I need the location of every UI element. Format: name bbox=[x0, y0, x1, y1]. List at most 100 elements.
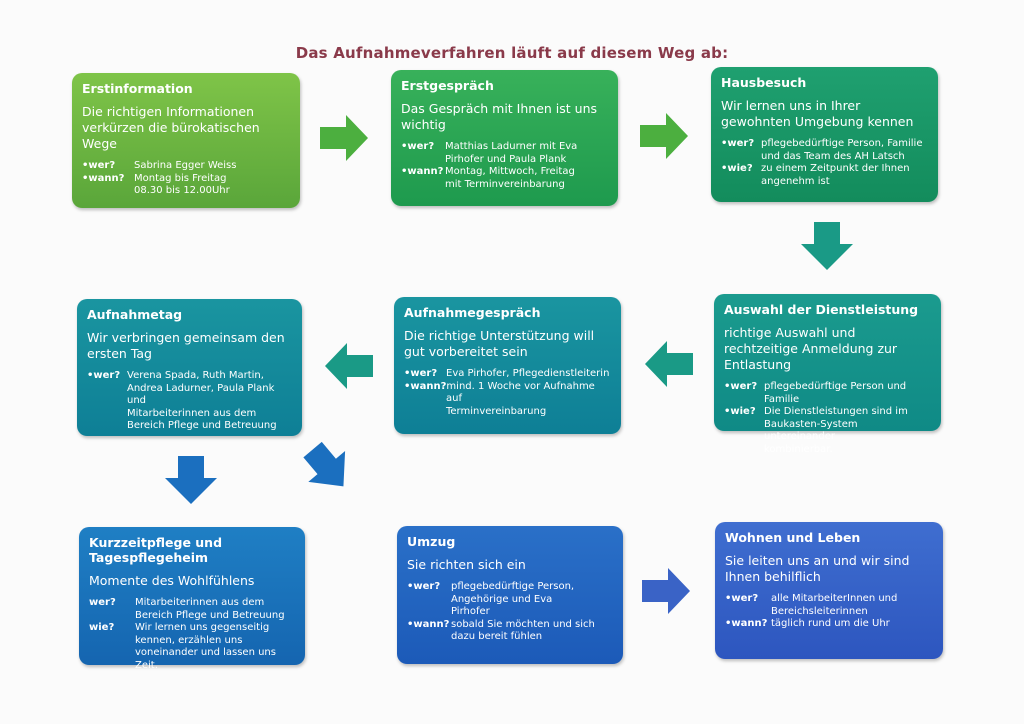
detail-key: •wer? bbox=[721, 138, 755, 149]
detail-row: •wann?Montag, Mittwoch, Freitag bbox=[401, 166, 608, 179]
detail-row: 08.30 bis 12.00Uhr bbox=[82, 185, 290, 198]
step-details: •wer?pflegebedürftige Person,Angehörige … bbox=[407, 581, 613, 644]
step-heading: Kurzzeitpflege und Tagespflegeheim bbox=[89, 535, 223, 565]
detail-key: •wer? bbox=[725, 593, 759, 604]
detail-row: •wer? pflegebedürftige Person und bbox=[724, 381, 931, 394]
detail-key bbox=[401, 179, 445, 192]
detail-row: Angehörige und Eva bbox=[407, 594, 613, 607]
step-umzug: Umzug Sie richten sich ein •wer?pflegebe… bbox=[397, 526, 623, 664]
detail-row: angenehm ist bbox=[721, 176, 928, 189]
arrow-left-icon bbox=[645, 341, 693, 387]
detail-value: kombinierbar. bbox=[764, 443, 833, 455]
arrow-right-3 bbox=[642, 568, 690, 614]
detail-key bbox=[82, 185, 134, 198]
detail-row: dazu bereit fühlen bbox=[407, 631, 613, 644]
arrow-right-icon bbox=[640, 113, 688, 159]
step-aufnahmegespraech: Aufnahmegespräch Die richtige Unterstütz… bbox=[394, 297, 621, 434]
detail-row: kombinierbar. bbox=[724, 444, 931, 457]
detail-key: •wer? bbox=[401, 141, 435, 152]
detail-key bbox=[724, 394, 764, 407]
detail-row: •wer?Verena Spada, Ruth Martin, bbox=[87, 370, 292, 383]
arrow-left-1 bbox=[645, 341, 693, 387]
step-lead: Sie richten sich ein bbox=[407, 557, 526, 572]
detail-row: voneinander und lassen uns Zeit. bbox=[89, 647, 295, 672]
detail-key: •wann? bbox=[82, 172, 125, 184]
step-hausbesuch: Hausbesuch Wir lernen uns in Ihrer gewoh… bbox=[711, 67, 938, 202]
detail-row: Mitarbeiterinnen aus dem bbox=[87, 408, 292, 421]
arrow-down-1 bbox=[801, 222, 853, 270]
detail-row: •wer?pflegebedürftige Person, bbox=[407, 581, 613, 594]
detail-key: •wann? bbox=[404, 380, 447, 392]
detail-value: Familie bbox=[764, 393, 800, 405]
step-lead: Wir verbringen gemeinsam den ersten Tag bbox=[87, 330, 285, 361]
detail-value: pflegebedürftige Person und bbox=[764, 381, 907, 392]
arrow-left-icon bbox=[325, 343, 373, 389]
detail-value: dazu bereit fühlen bbox=[451, 631, 543, 642]
detail-value: kennen, erzählen uns bbox=[135, 634, 243, 646]
detail-value: sobald Sie möchten und sich bbox=[451, 618, 595, 630]
detail-key bbox=[87, 408, 127, 421]
detail-row: wie?Wir lernen uns gegenseitig bbox=[89, 622, 295, 635]
detail-value: Bereichsleiterinnen bbox=[771, 605, 868, 617]
detail-row: und das Team des AH Latsch bbox=[721, 151, 928, 164]
detail-key bbox=[404, 406, 446, 419]
detail-row: •wer? Matthias Ladurner mit Eva bbox=[401, 141, 608, 154]
detail-key bbox=[725, 606, 771, 619]
detail-value: Matthias Ladurner mit Eva bbox=[445, 141, 578, 152]
detail-value: auf bbox=[446, 393, 462, 404]
step-lead: Die richtigen Informationen verkürzen di… bbox=[82, 104, 260, 151]
step-heading: Aufnahmetag bbox=[87, 307, 183, 322]
detail-row: wer?Mitarbeiterinnen aus dem bbox=[89, 597, 295, 610]
detail-key: •wer? bbox=[82, 160, 116, 171]
detail-key: •wann? bbox=[725, 618, 768, 629]
arrow-diagonal bbox=[303, 441, 346, 487]
detail-row: Terminvereinbarung bbox=[404, 406, 611, 419]
detail-value: Andrea Ladurner, Paula Plank und bbox=[127, 382, 275, 407]
detail-value: Montag, Mittwoch, Freitag bbox=[445, 166, 575, 177]
step-lead: Sie leiten uns an und wir sind Ihnen beh… bbox=[725, 553, 910, 584]
step-heading: Hausbesuch bbox=[721, 75, 807, 90]
step-details: •wer?Sabrina Egger Weiss•wann?Montag bis… bbox=[82, 160, 290, 198]
detail-row: Andrea Ladurner, Paula Plank und bbox=[87, 383, 292, 408]
detail-value: voneinander und lassen uns Zeit. bbox=[135, 647, 276, 671]
detail-key: •wer? bbox=[724, 381, 758, 392]
detail-key bbox=[87, 420, 127, 433]
step-kurzzeitpflege: Kurzzeitpflege und Tagespflegeheim Momen… bbox=[79, 527, 305, 671]
detail-value: und das Team des AH Latsch bbox=[761, 150, 905, 162]
detail-row: •wie?Die Dienstleistungen sind im bbox=[724, 406, 931, 419]
detail-value: Die Dienstleistungen sind im bbox=[764, 406, 908, 417]
detail-row: •wann?mind. 1 Woche vor Aufnahme bbox=[404, 381, 611, 394]
diagram-title: Das Aufnahmeverfahren läuft auf diesem W… bbox=[295, 44, 729, 62]
step-details: •wer?Verena Spada, Ruth Martin,Andrea La… bbox=[87, 370, 292, 433]
detail-value: Mitarbeiterinnen aus dem bbox=[127, 407, 257, 419]
arrow-down-icon bbox=[165, 456, 217, 504]
detail-value: Wir lernen uns gegenseitig bbox=[135, 622, 270, 633]
detail-key bbox=[89, 610, 135, 623]
detail-value: Pirhofer bbox=[451, 606, 490, 617]
detail-row: Baukasten-System untereinander bbox=[724, 419, 931, 444]
step-lead: richtige Auswahl und rechtzeitige Anmeld… bbox=[724, 325, 898, 372]
detail-value: täglich rund um die Uhr bbox=[771, 618, 890, 629]
detail-value: alle MitarbeiterInnen und bbox=[771, 593, 898, 604]
step-aufnahmetag: Aufnahmetag Wir verbringen gemeinsam den… bbox=[77, 299, 302, 436]
detail-row: Bereichsleiterinnen bbox=[725, 606, 933, 619]
detail-value: Angehörige und Eva bbox=[451, 593, 553, 605]
step-heading: Erstgespräch bbox=[401, 78, 494, 93]
detail-row: kennen, erzählen uns bbox=[89, 635, 295, 648]
detail-row: •wie?zu einem Zeitpunkt der Ihnen bbox=[721, 163, 928, 176]
detail-value: pflegebedürftige Person, bbox=[451, 581, 575, 592]
detail-key bbox=[407, 606, 451, 619]
detail-row: Bereich Pflege und Betreuung bbox=[89, 610, 295, 623]
step-lead: Momente des Wohlfühlens bbox=[89, 573, 255, 588]
detail-row: •wer? alle MitarbeiterInnen und bbox=[725, 593, 933, 606]
detail-value: zu einem Zeitpunkt der Ihnen bbox=[761, 163, 910, 174]
step-lead: Die richtige Unterstützung will gut vorb… bbox=[404, 328, 595, 359]
detail-row: •wann?sobald Sie möchten und sich bbox=[407, 619, 613, 632]
detail-row: mit Terminvereinbarung bbox=[401, 179, 608, 192]
detail-value: mit Terminvereinbarung bbox=[445, 178, 565, 190]
step-erstinformation: Erstinformation Die richtigen Informatio… bbox=[72, 73, 300, 208]
detail-value: 08.30 bis 12.00Uhr bbox=[134, 185, 230, 196]
arrow-right-icon bbox=[642, 568, 690, 614]
detail-value: Verena Spada, Ruth Martin, bbox=[127, 370, 264, 381]
